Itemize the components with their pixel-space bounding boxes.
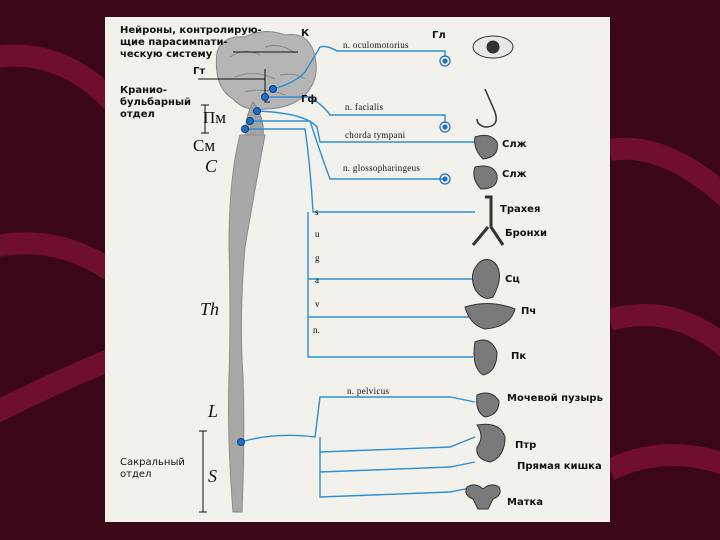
nerve-chorda: chorda tympani [345,130,406,140]
neurons-caption: Нейроны, контролирую- щие парасимпати- ч… [120,25,262,61]
kranio-line-2: бульбарный [120,97,191,108]
nerve-pelvicus: n. pelvicus [347,386,390,396]
organs [464,35,516,510]
bladder-shape [476,392,500,418]
segment-brackets [198,51,298,513]
sacral-label: Сакральный отдел [120,457,185,481]
label-l: L [208,401,219,421]
neurons-caption-line-3: ческую систему [120,49,213,60]
organ-bladder: Мочевой пузырь [507,393,603,404]
vagus-letter-1: v [315,299,320,309]
organ-sc: Сц [505,274,520,285]
organ-ptr: Птр [515,440,537,451]
nerve-facialis: n. facialis [345,102,384,112]
spinal-cord [228,134,266,513]
parasympathetic-diagram [198,31,516,513]
intestine [476,423,506,463]
sacral-line-1: Сакральный [120,457,185,468]
nose [476,88,497,128]
label-gf: Гф [301,94,318,105]
label-gt: Гт [193,66,206,77]
label-th: Th [200,299,220,319]
ganglia [237,85,277,446]
vagus-letter-5: s [315,207,319,217]
organ-ganglia [439,55,451,185]
liver [464,303,516,330]
label-pm: Пм [203,108,227,127]
organ-gl: Гл [432,30,446,41]
trachea-bronchi [471,195,505,246]
sacral-line-2: отдел [120,469,152,480]
gland-2 [473,165,498,190]
gland-1 [474,134,498,160]
kranio-label: Кранио- бульбарный отдел [120,85,191,121]
vagus-letter-2: a [315,275,319,285]
label-k: К [301,28,310,39]
kranio-line-3: отдел [120,109,155,120]
organ-slzh-1: Слж [502,139,527,150]
label-c: C [205,156,218,176]
organ-bronchi: Бронхи [505,228,548,239]
label-s: S [208,466,217,486]
uterus-shape [465,484,501,510]
organ-pch: Пч [521,306,537,317]
kidney [473,339,498,376]
neurons-caption-line-1: Нейроны, контролирую- [120,25,262,36]
organ-trachea: Трахея [500,204,541,215]
organ-rectum: Прямая кишка [517,461,602,472]
organ-slzh-2: Слж [502,169,527,180]
diagram-panel: Нейроны, контролирую- щие парасимпати- ч… [105,17,610,522]
vagus-letter-4: u [315,229,320,239]
kranio-line-1: Кранио- [120,85,168,96]
neurons-caption-line-2: щие парасимпати- [120,37,228,48]
nerve-oculomotorius: n. oculomotorius [343,40,409,50]
nerve-glosso: n. glossopharingeus [343,163,421,173]
organ-uterus: Матка [507,497,544,508]
organ-pk: Пк [511,351,527,362]
heart [471,259,500,299]
label-sm: См [193,136,216,155]
vagus-letter-0: n. [313,325,320,335]
nerve-lines [240,45,476,498]
vagus-letter-3: g [315,253,320,263]
